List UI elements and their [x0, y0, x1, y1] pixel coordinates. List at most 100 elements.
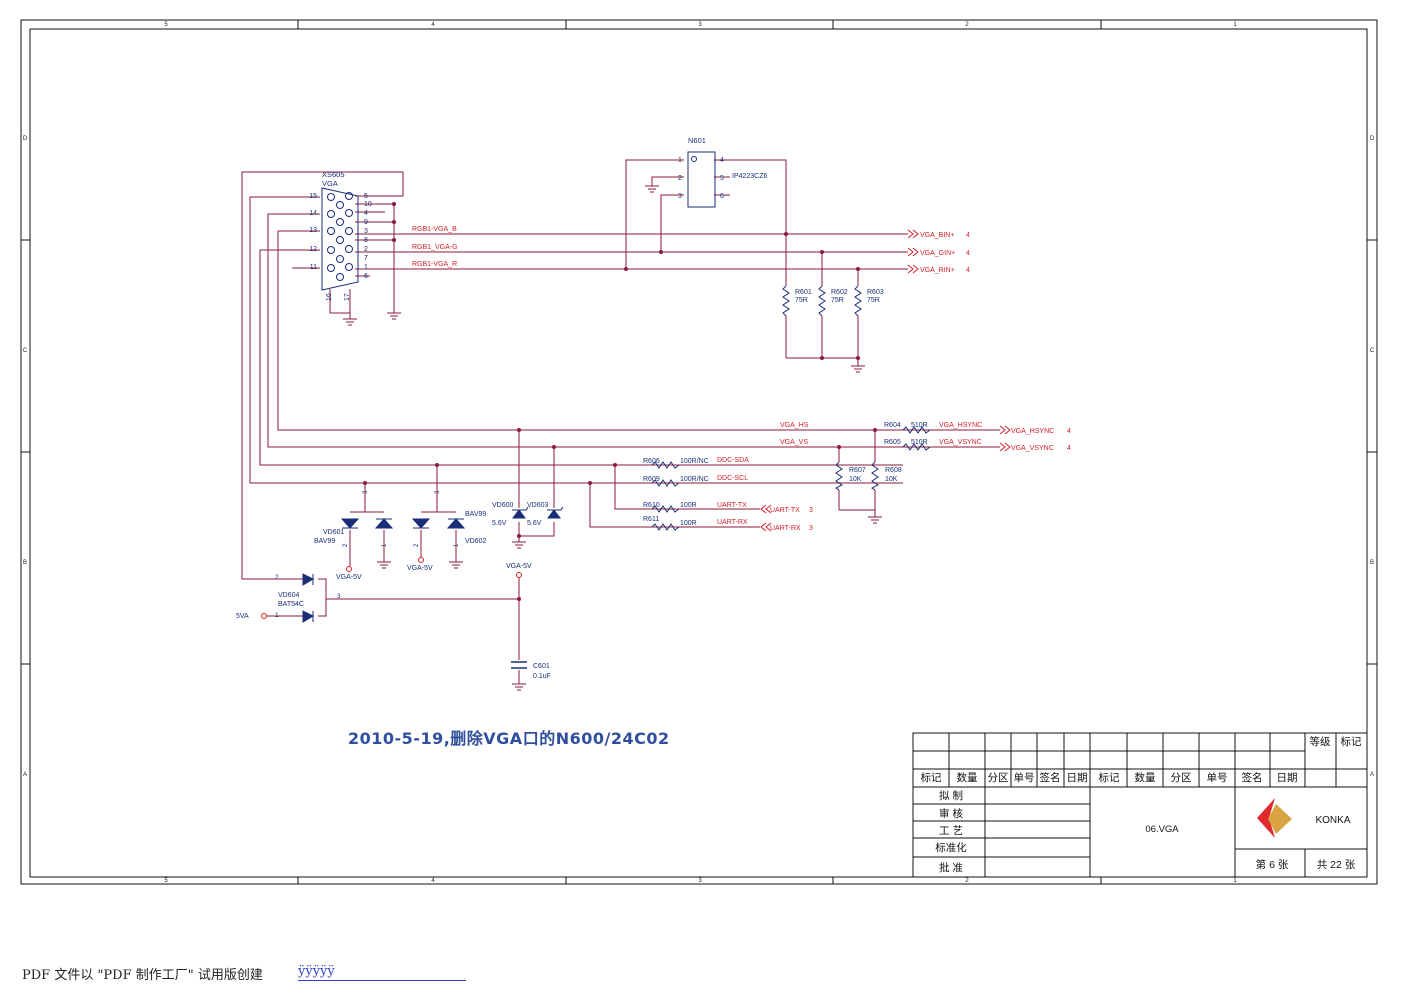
zone-left-c: C	[23, 348, 28, 354]
port-bin-sheet: 4	[966, 232, 970, 239]
zone-left-d: D	[23, 136, 28, 142]
diode-symbols	[302, 506, 564, 623]
capacitor-c601: C601 0.1uF	[511, 661, 551, 680]
net-hsync-local: VGA_HSYNC	[939, 422, 982, 429]
pin-14: 14	[309, 210, 317, 217]
pin-7: 7	[364, 255, 368, 262]
esd-chip-n601: N601 IP4223CZ6 1 2 3 4 5 6	[678, 136, 768, 208]
pin-15: 15	[309, 193, 317, 200]
tb-role-process: 工 艺	[939, 825, 963, 837]
tb-total: 共 22 张	[1317, 859, 1356, 871]
net-vga-hs: VGA_HS	[780, 422, 809, 429]
r604-value: 510R	[911, 422, 928, 429]
tb-h2: 分区	[988, 772, 1009, 784]
c601-value: 0.1uF	[533, 673, 551, 680]
svg-text:3: 3	[435, 490, 441, 494]
r602-value: 75R	[831, 297, 844, 304]
diode-labels: VD601 BAV99 BAV99 VD602 VD600 5.6V VD603…	[275, 490, 549, 619]
tb-h6: 标记	[1099, 772, 1121, 784]
r605-ref: R605	[884, 439, 901, 446]
vd601-value: BAV99	[314, 538, 335, 545]
tb-role-approve: 批 准	[939, 861, 963, 874]
wires	[241, 159, 1000, 684]
r609-ref: R609	[643, 476, 660, 483]
vd603-ref: VD603	[527, 502, 549, 509]
drawing-frame	[20, 19, 1378, 885]
port-vsync: VGA_VSYNC	[1011, 445, 1054, 452]
junctions	[363, 202, 877, 601]
vd600-value: 5.6V	[492, 520, 507, 527]
pin-5: 5	[364, 193, 368, 200]
zone-top-1: 1	[1233, 22, 1237, 28]
r608-value: 10K	[885, 476, 898, 483]
r602-ref: R602	[831, 289, 848, 296]
tb-level: 等级	[1310, 735, 1332, 748]
r603-ref: R603	[867, 289, 884, 296]
tb-company: KONKA	[1315, 815, 1350, 826]
title-block	[912, 732, 1368, 878]
tb-h11: 日期	[1277, 772, 1298, 784]
pin-2: 2	[364, 246, 368, 253]
konka-logo	[1257, 798, 1292, 838]
port-labels: VGA_BIN+ 4 VGA_GIN+ 4 VGA_RIN+ 4 VGA_HSY…	[770, 232, 1071, 532]
tb-role-draw: 拟 制	[939, 789, 963, 802]
vga5v-label-1: VGA-5V	[336, 574, 362, 581]
zone-right-d: D	[1370, 136, 1375, 142]
r603-value: 75R	[867, 297, 880, 304]
connector-ref: XS605	[322, 170, 345, 179]
r609-value: 100R/NC	[680, 476, 709, 483]
port-rin-sheet: 4	[966, 267, 970, 274]
net-rgb-r: RGB1-VGA_R	[412, 261, 457, 268]
net-vga-vs: VGA_VS	[780, 439, 808, 446]
pin-16: 16	[326, 293, 333, 301]
tb-role-check: 审 核	[939, 807, 963, 820]
pin-10: 10	[364, 201, 372, 208]
tb-h0: 标记	[921, 772, 942, 784]
r604-ref: R604	[884, 422, 901, 429]
r605-value: 510R	[911, 439, 928, 446]
svg-text:3: 3	[363, 490, 369, 494]
tb-sheet: 第 6 张	[1256, 858, 1289, 871]
r606-value: 100R/NC	[680, 458, 709, 465]
zone-bottom-4: 4	[431, 878, 435, 884]
svg-text:2: 2	[414, 543, 420, 547]
port-hsync-sheet: 4	[1067, 428, 1071, 435]
port-uart-tx: UART-TX	[770, 507, 800, 514]
r606-ref: R606	[643, 458, 660, 465]
chip-pin-1: 1	[678, 157, 682, 164]
port-gin: VGA_GIN+	[920, 250, 955, 257]
port-gin-sheet: 4	[966, 250, 970, 257]
svg-text:3: 3	[337, 593, 341, 600]
port-bin: VGA_BIN+	[920, 232, 954, 239]
chip-pin-4: 4	[720, 157, 724, 164]
tb-h9: 单号	[1207, 772, 1228, 784]
zone-left-a: A	[23, 772, 27, 778]
port-arrows	[760, 229, 1011, 532]
chip-part: IP4223CZ6	[732, 173, 768, 180]
pin-17: 17	[344, 293, 351, 301]
pin-3: 3	[364, 228, 368, 235]
zone-labels: 5 4 3 2 1 5 4 3 2 1 D C B A D C B A	[23, 22, 1375, 884]
tb-drawing-name: 06.VGA	[1145, 824, 1179, 835]
r610-value: 100R	[680, 502, 697, 509]
pin-13: 13	[309, 227, 317, 234]
r601-ref: R601	[795, 289, 812, 296]
power-labels: VGA-5V VGA-5V VGA-5V 5VA	[236, 563, 532, 620]
chip-pin-6: 6	[720, 193, 724, 200]
net-uart-rx: UART-RX	[717, 519, 748, 526]
pin-12: 12	[309, 246, 317, 253]
svg-text:1: 1	[275, 612, 279, 619]
zone-top-4: 4	[431, 22, 435, 28]
fivea-label: 5VA	[236, 613, 249, 620]
tb-h4: 签名	[1040, 771, 1061, 784]
vd602-value: BAV99	[465, 511, 486, 518]
zone-bottom-2: 2	[965, 878, 969, 884]
port-uart-tx-sheet: 3	[809, 507, 813, 514]
connector-value: VGA	[322, 179, 338, 188]
pdf-footer-link[interactable]: ÿÿÿÿÿ	[298, 964, 466, 981]
vd600-ref: VD600	[492, 502, 514, 509]
net-ddc-sda: DDC-SDA	[717, 457, 749, 464]
zone-bottom-3: 3	[698, 878, 702, 884]
zone-top-3: 3	[698, 22, 702, 28]
zone-left-b: B	[23, 560, 27, 566]
